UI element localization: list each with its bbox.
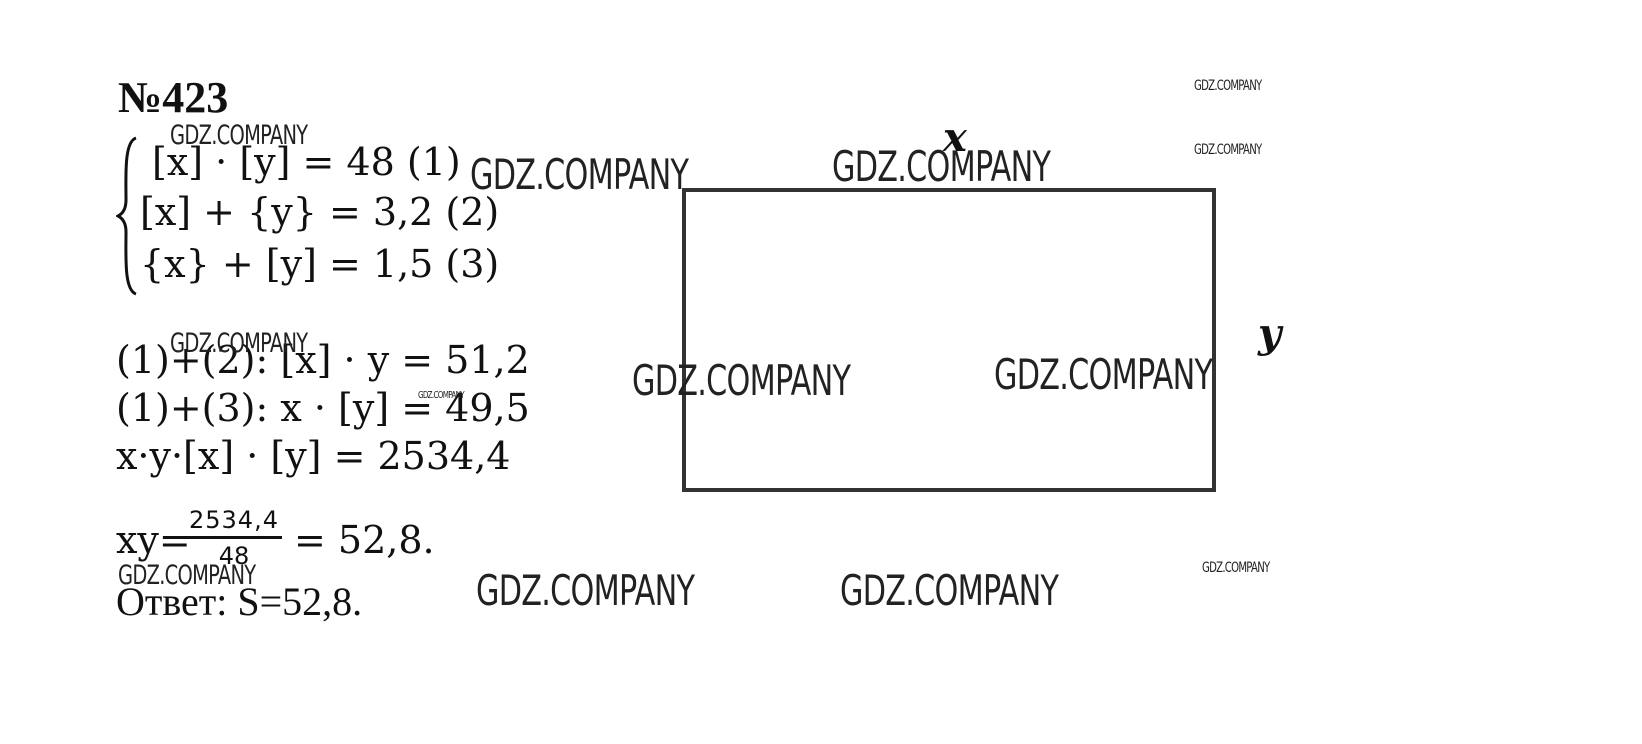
watermark: GDZ.COMPANY	[994, 350, 1213, 399]
answer-text: Ответ: S=52,8.	[116, 579, 363, 624]
rectangle-figure	[682, 188, 1216, 492]
watermark: GDZ.COMPANY	[470, 150, 689, 199]
fraction-denominator: 48	[218, 542, 250, 570]
system-brace	[116, 136, 137, 296]
watermark: GDZ.COMPANY	[632, 356, 851, 405]
fraction-bar	[186, 536, 282, 539]
watermark: GDZ.COMPANY	[832, 142, 1051, 191]
watermark: GDZ.COMPANY	[418, 390, 465, 401]
watermark: GDZ.COMPANY	[840, 566, 1059, 615]
step-3: x·y·[x] · [y] = 2534,4	[116, 434, 511, 478]
step-1: (1)+(2): [x] · y = 51,2	[116, 338, 530, 382]
system-equation-1: [x] · [y] = 48 (1)	[152, 140, 461, 184]
watermark: GDZ.COMPANY	[170, 328, 308, 359]
fraction-prefix: xy=	[116, 518, 191, 562]
problem-number: №423	[118, 73, 229, 122]
watermark: GDZ.COMPANY	[170, 120, 308, 151]
watermark: GDZ.COMPANY	[1194, 78, 1262, 94]
fraction: 2534,4 48	[186, 506, 282, 570]
watermark: GDZ.COMPANY	[1194, 142, 1262, 158]
fraction-numerator: 2534,4	[189, 506, 279, 534]
watermark: GDZ.COMPANY	[1202, 560, 1270, 576]
system-equation-2: [x] + {y} = 3,2 (2)	[140, 190, 500, 234]
step-2: (1)+(3): x · [y] = 49,5	[116, 386, 530, 430]
watermark: GDZ.COMPANY	[476, 566, 695, 615]
watermark: GDZ.COMPANY	[118, 560, 256, 591]
side-label-x: x	[943, 114, 967, 161]
rectangle	[682, 188, 1216, 492]
fraction-result: = 52,8.	[294, 518, 435, 562]
side-label-y: y	[1258, 310, 1282, 357]
system-equation-3: {x} + [y] = 1,5 (3)	[140, 242, 500, 286]
